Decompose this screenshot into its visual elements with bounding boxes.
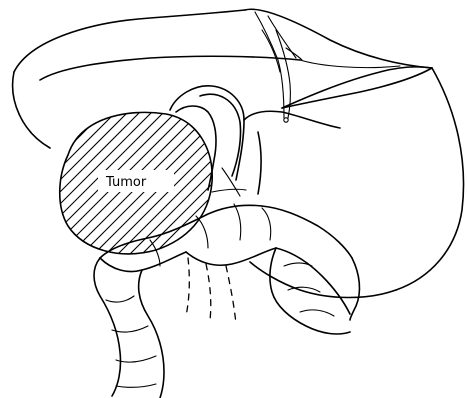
tumor: Tumor (40, 20, 424, 288)
hidden-structure-lines (186, 258, 236, 324)
tumor-label: Tumor (105, 175, 147, 190)
intestine (94, 204, 359, 398)
